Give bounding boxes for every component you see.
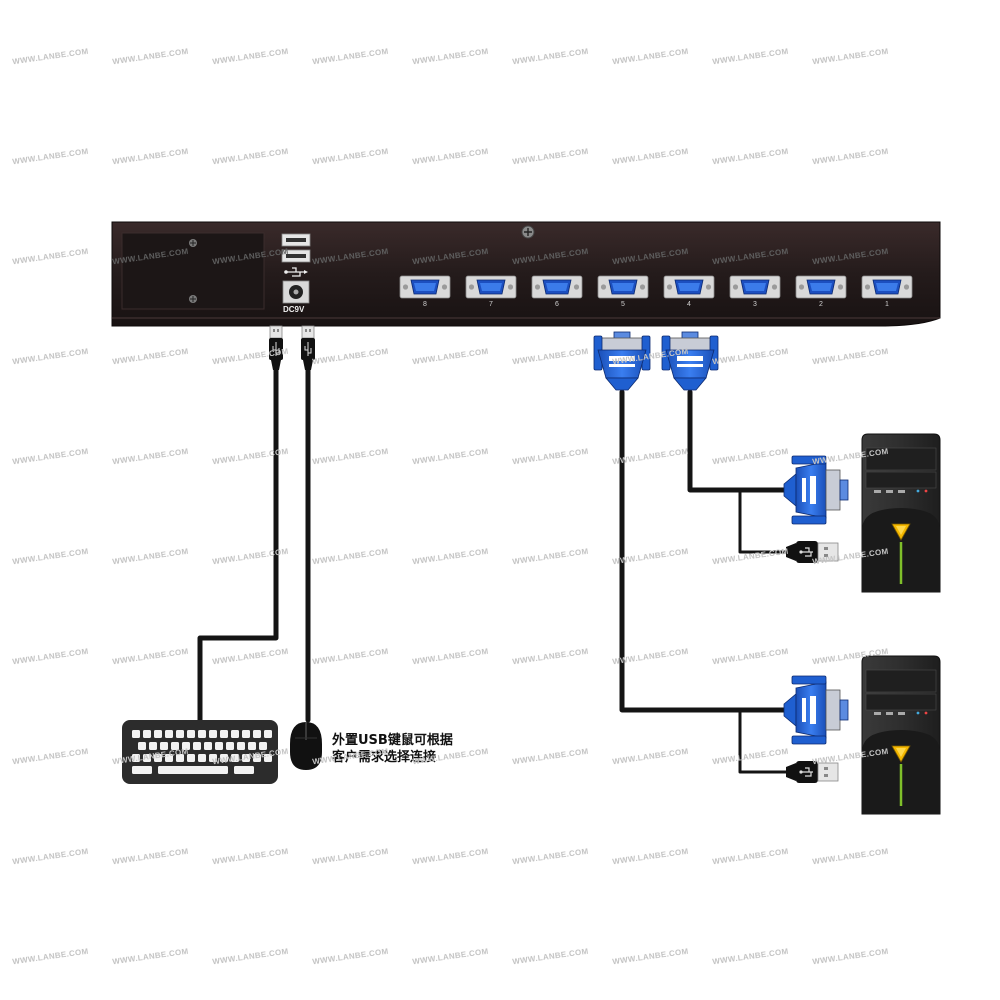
vga-port — [663, 275, 715, 299]
caption-line-2: 客户需求选择连接 — [332, 750, 437, 765]
usb-port — [281, 233, 311, 247]
keyboard-cable — [197, 367, 279, 725]
port-number-label: 4 — [687, 301, 691, 308]
vga-port — [465, 275, 517, 299]
port-number-label: 6 — [555, 301, 559, 308]
cables — [197, 367, 788, 774]
screw-icon — [189, 295, 197, 303]
port-number-label: 8 — [423, 301, 427, 308]
vga-port — [795, 275, 847, 299]
vga-connector-icon — [661, 331, 719, 391]
caption-line-1: 外置USB键鼠可根据 — [332, 733, 453, 748]
port-number-label: 5 — [621, 301, 625, 308]
vga-connector-icon — [783, 455, 849, 525]
vga-cable-port4 — [687, 389, 787, 493]
vga-port — [597, 275, 649, 299]
vga-port — [399, 275, 451, 299]
computer-tower-icon — [860, 654, 942, 816]
vga-connector-icon — [783, 675, 849, 745]
usb-keyboard-mouse-caption: 外置USB键鼠可根据 客户需求选择连接 — [332, 732, 453, 766]
port-number-label: 2 — [819, 301, 823, 308]
port-number-label: 3 — [753, 301, 757, 308]
usb-icon — [284, 267, 308, 277]
vga-port — [729, 275, 781, 299]
usb-branch-upper — [738, 488, 788, 554]
power-jack — [282, 280, 310, 304]
usb-branch-lower — [738, 708, 788, 774]
screw-icon — [189, 239, 197, 247]
mouse-icon — [290, 722, 322, 770]
port-number-label: 7 — [489, 301, 493, 308]
vga-cable-port5 — [619, 389, 787, 713]
keyboard-icon — [122, 720, 278, 784]
vga-port — [861, 275, 913, 299]
screw-icon — [521, 225, 535, 239]
vga-port — [531, 275, 583, 299]
port-number-label: 1 — [885, 301, 889, 308]
kvm-switch-chassis — [111, 221, 941, 327]
power-label: DC9V — [283, 305, 305, 314]
usb-port — [281, 249, 311, 263]
